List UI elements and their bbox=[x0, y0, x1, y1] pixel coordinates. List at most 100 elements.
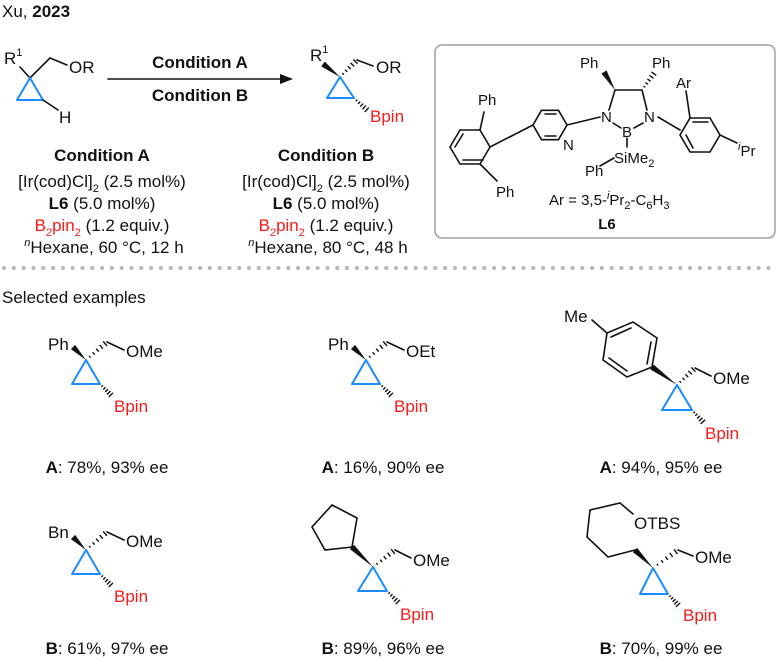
si-ph-bond bbox=[599, 157, 615, 167]
example-2: Ph OEt Bpin A: 16%, 90% ee bbox=[322, 335, 445, 477]
wedge-bond bbox=[632, 547, 653, 568]
hash-line bbox=[391, 595, 396, 600]
hash-line bbox=[347, 65, 352, 70]
catalyst: [Ir(cod)Cl] bbox=[242, 172, 317, 191]
hash-line bbox=[694, 413, 698, 417]
ligand: L6 bbox=[49, 194, 69, 213]
hash-line bbox=[382, 386, 386, 390]
subscript: 2 bbox=[317, 183, 323, 195]
hash-line bbox=[387, 591, 391, 595]
product-structure: R1 OR Bpin bbox=[310, 44, 404, 126]
substituent-label: OTBS bbox=[634, 514, 680, 533]
hash-line bbox=[92, 351, 96, 356]
hash-line bbox=[104, 578, 109, 583]
n-label: N bbox=[601, 109, 612, 126]
hash-line bbox=[88, 545, 92, 548]
bpin-label: Bpin bbox=[705, 424, 739, 443]
hash-line bbox=[390, 548, 396, 555]
r-label: R bbox=[4, 49, 16, 68]
yield-label: A: 16%, 90% ee bbox=[322, 458, 445, 477]
yield-ee: : 70%, 99% ee bbox=[612, 639, 723, 658]
hash-line bbox=[106, 390, 111, 395]
yield-label: B: 89%, 96% ee bbox=[322, 639, 445, 658]
hash-line bbox=[692, 411, 696, 414]
yield-ee: : 61%, 97% ee bbox=[58, 639, 169, 658]
ligand-name: L6 bbox=[598, 216, 616, 233]
ligand-line: L6 (5.0 mol%) bbox=[49, 194, 156, 213]
hash-line bbox=[645, 81, 649, 85]
yield-label: A: 78%, 93% ee bbox=[46, 458, 169, 477]
bond bbox=[394, 549, 412, 559]
pyridine-ring bbox=[532, 109, 568, 141]
wedge-bond bbox=[650, 364, 677, 385]
hashed-bond bbox=[380, 384, 394, 398]
bond bbox=[719, 134, 738, 144]
solvent-line: nHexane, 60 °C, 12 h bbox=[24, 237, 183, 257]
hash-line bbox=[681, 377, 686, 381]
hash-line bbox=[372, 351, 376, 356]
ipr-label: iPr bbox=[738, 141, 755, 160]
ph-label: Ph bbox=[496, 184, 514, 201]
hashed-bond bbox=[387, 591, 401, 605]
subscript: 2 bbox=[75, 227, 81, 239]
yield-label: A: 94%, 95% ee bbox=[600, 458, 723, 477]
catalyst-amount: (2.5 mol%) bbox=[323, 172, 410, 191]
hash-line bbox=[99, 344, 104, 350]
hash-line bbox=[664, 556, 669, 561]
cyclopropane-ring bbox=[357, 566, 388, 592]
pyridine-n-label: N bbox=[563, 137, 574, 154]
ligand-line: L6 (5.0 mol%) bbox=[273, 194, 380, 213]
hash-line bbox=[700, 419, 706, 425]
hash-line bbox=[106, 580, 111, 585]
hash-line bbox=[102, 340, 108, 347]
benzene-ring bbox=[449, 129, 491, 165]
yield-ee: : 78%, 93% ee bbox=[58, 458, 169, 477]
simе2-label: SiMe2 bbox=[614, 150, 654, 170]
ligand-l6-box: Ph Ph Ph Ph Ph N N N B SiMe2 Ar iPr Ar =… bbox=[434, 44, 776, 239]
figure-title: Xu, 2023 bbox=[2, 2, 70, 21]
product-bpin: Bpin bbox=[370, 107, 404, 126]
ether-label: OMe bbox=[126, 342, 163, 361]
substituent-label: Me bbox=[564, 307, 588, 326]
condition-letter: B bbox=[600, 639, 612, 658]
hash-line bbox=[357, 101, 361, 105]
wedge-bond bbox=[349, 544, 373, 567]
text: H bbox=[652, 192, 663, 209]
hash-line bbox=[102, 386, 106, 390]
condition-a-block: Condition A [Ir(cod)Cl]2 (2.5 mol%) L6 (… bbox=[18, 146, 186, 257]
subscript: 2 bbox=[299, 227, 305, 239]
hash-line bbox=[350, 62, 355, 67]
hash-line bbox=[386, 390, 391, 395]
bond bbox=[106, 341, 125, 351]
hash-line bbox=[698, 417, 704, 422]
reagent: pin bbox=[276, 216, 299, 235]
ligand-frame bbox=[434, 44, 776, 239]
hash-line bbox=[670, 596, 674, 600]
ether-label: OMe bbox=[413, 551, 450, 570]
hash-line bbox=[673, 548, 679, 555]
subscript: 2 bbox=[648, 158, 654, 170]
hash-line bbox=[383, 555, 387, 560]
hash-line bbox=[684, 373, 689, 378]
hashed-bond bbox=[88, 340, 108, 358]
bond bbox=[386, 341, 405, 351]
bpin-label: Bpin bbox=[114, 397, 148, 416]
alkyl-chain bbox=[586, 502, 636, 558]
ph-label: Ph bbox=[580, 55, 598, 72]
hash-line bbox=[364, 107, 370, 113]
substrate-bonds bbox=[19, 57, 68, 80]
catalyst-amount: (2.5 mol%) bbox=[99, 172, 186, 191]
hash-line bbox=[384, 388, 389, 393]
condition-b-block: Condition B [Ir(cod)Cl]2 (2.5 mol%) L6 (… bbox=[242, 146, 410, 257]
text: -C bbox=[631, 192, 647, 209]
hashed-bond bbox=[355, 99, 370, 113]
hash-line bbox=[679, 380, 682, 384]
hash-line bbox=[672, 598, 676, 603]
ligand-amount: (5.0 mol%) bbox=[292, 194, 379, 213]
hash-line bbox=[341, 72, 345, 76]
hash-line bbox=[355, 99, 358, 102]
ether-label: OEt bbox=[406, 342, 436, 361]
b-label: B bbox=[622, 124, 632, 141]
double-bond bbox=[646, 341, 652, 365]
condition-title: Condition B bbox=[278, 146, 374, 165]
